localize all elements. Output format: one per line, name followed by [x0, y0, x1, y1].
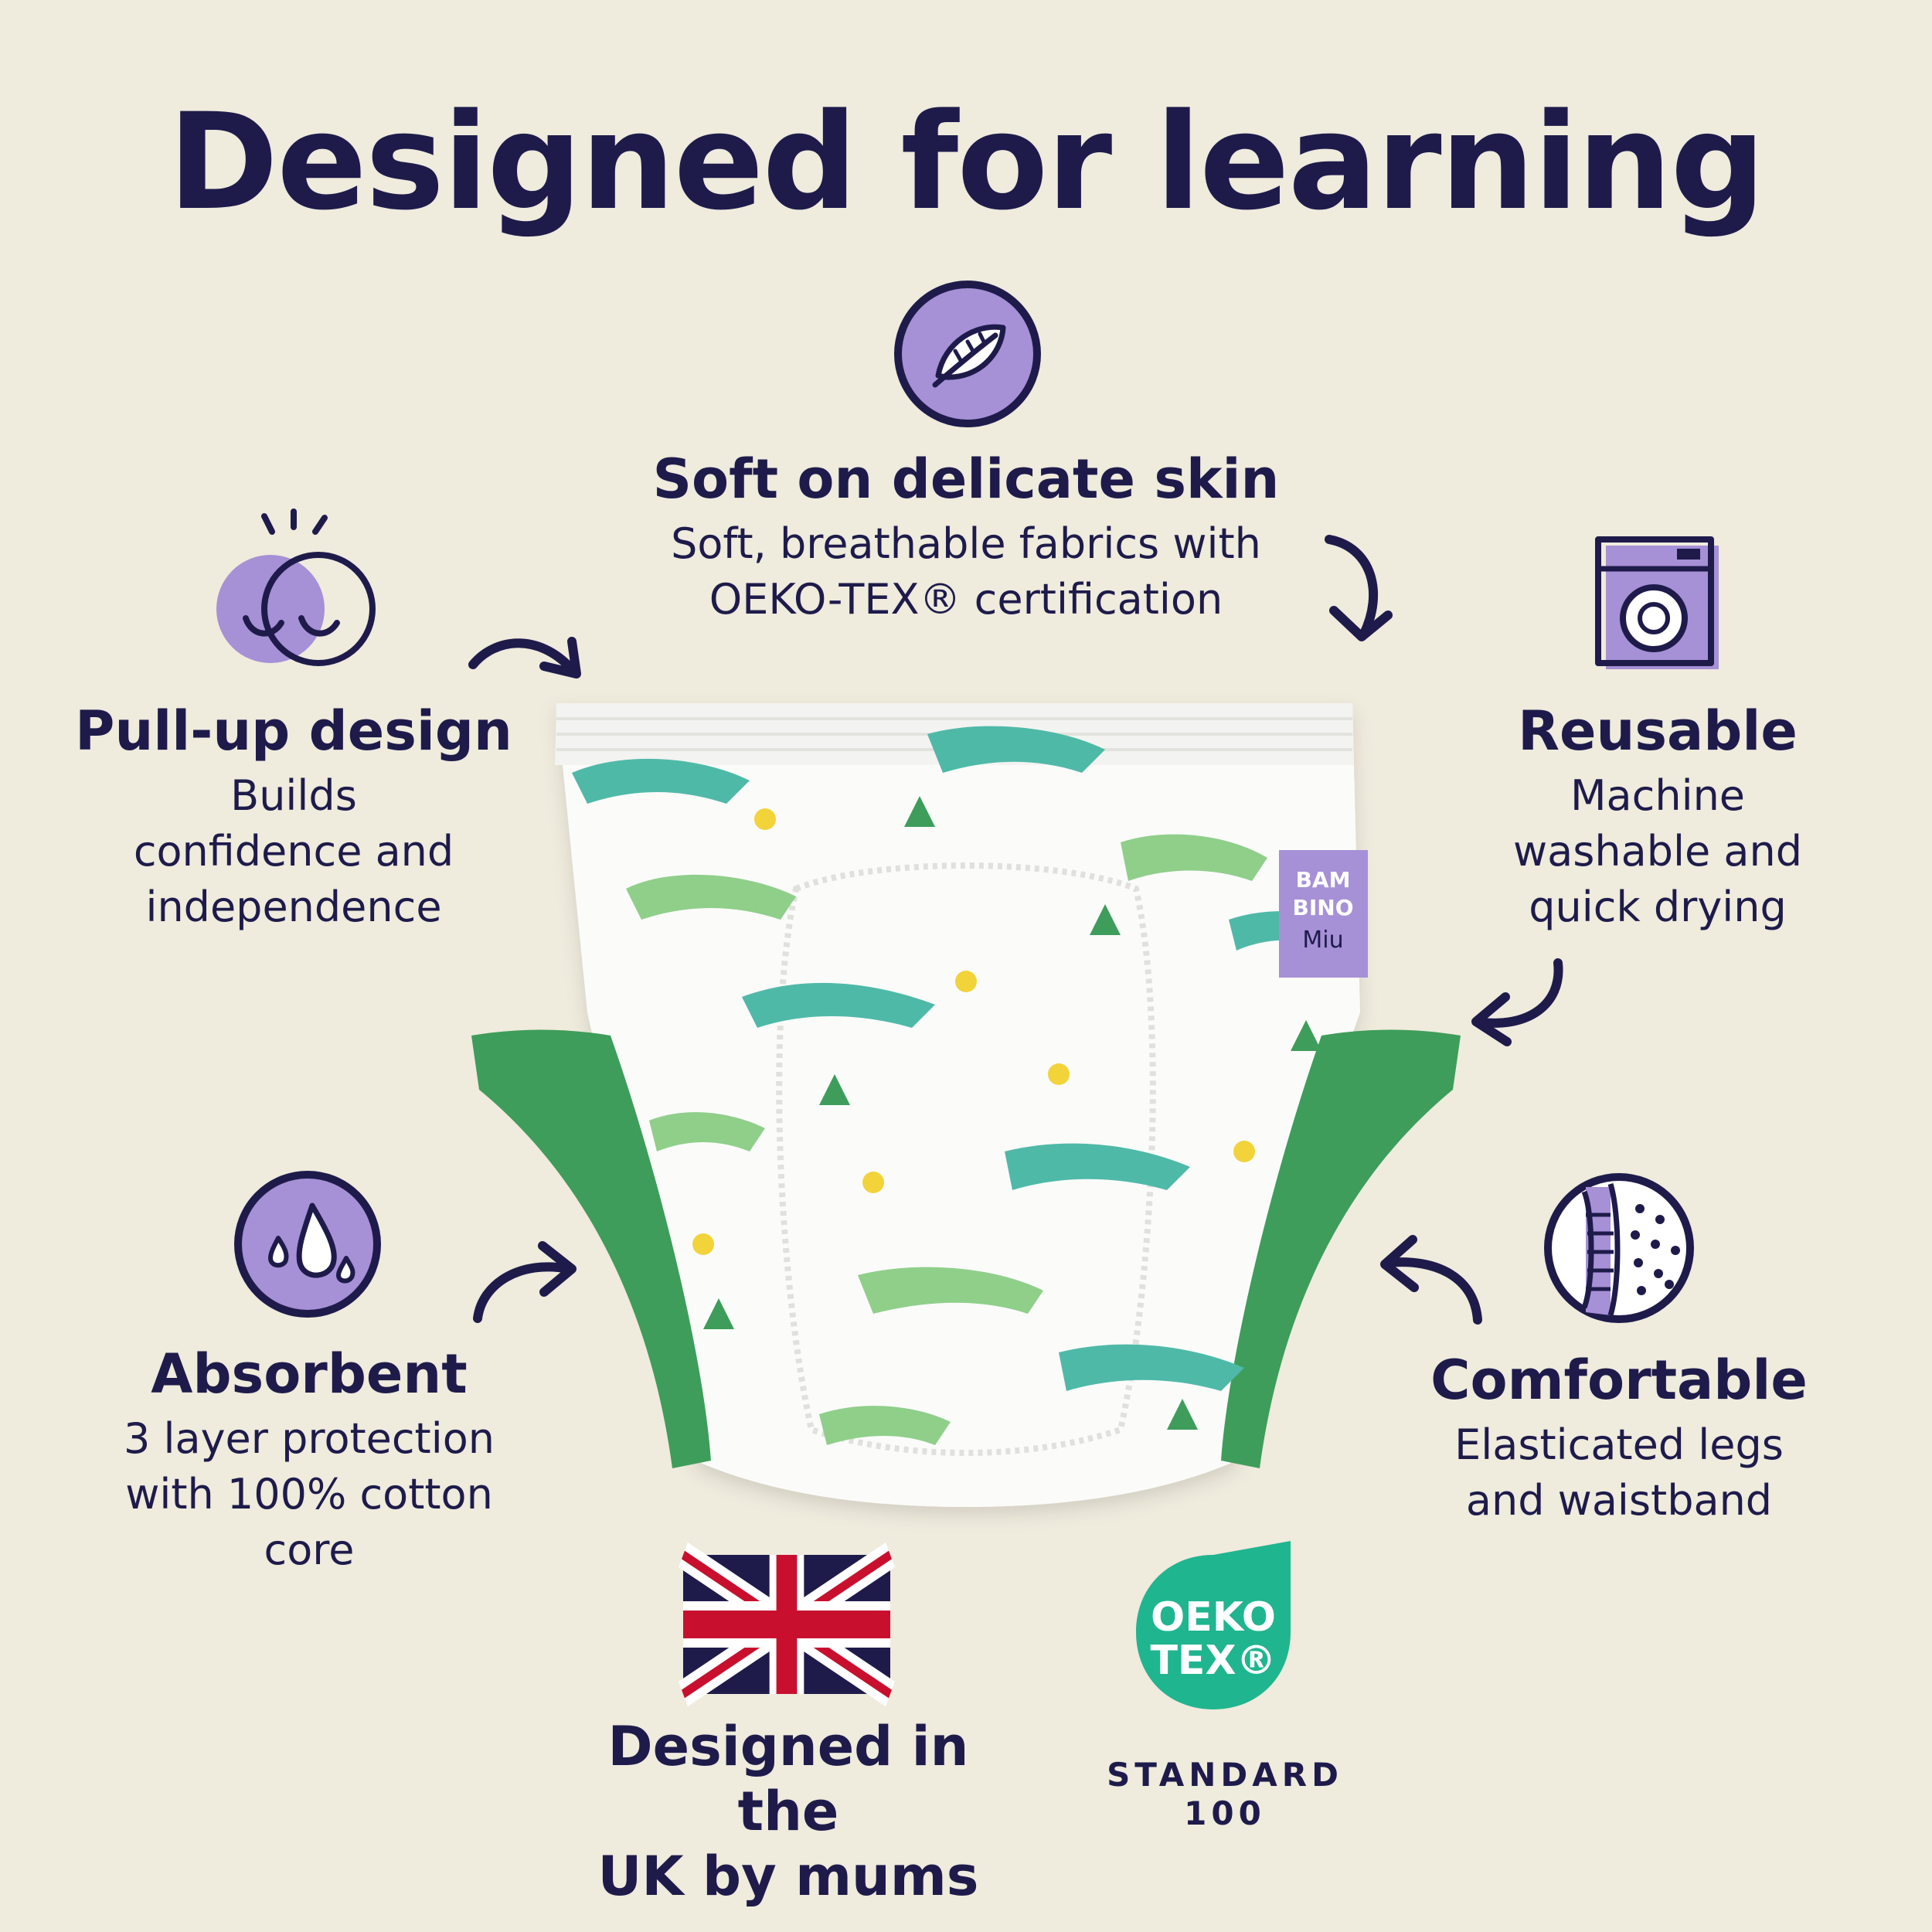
feature-reusable-line: quick drying: [1529, 883, 1787, 931]
arrow-icon: [1465, 955, 1573, 1048]
union-jack-flag-icon: [679, 1542, 895, 1707]
feature-pullup: Pull-up design Builds confidence and ind…: [46, 699, 541, 935]
feature-reusable: Reusable Machine washable and quick dryi…: [1414, 699, 1901, 935]
training-pants-image: BAM BINO Miu: [471, 688, 1461, 1515]
feature-reusable-heading: Reusable: [1518, 699, 1798, 763]
feature-absorbent: Absorbent 3 layer protection with 100% c…: [62, 1342, 556, 1578]
uk-badge-text: Designed in the UK by mums: [556, 1714, 1020, 1909]
feature-soft-text: Soft, breathable fabrics with OEKO-TEX® …: [580, 516, 1352, 628]
feature-reusable-text: Machine washable and quick drying: [1414, 768, 1901, 935]
feather-icon: [890, 277, 1045, 431]
washing-machine-icon: [1592, 535, 1723, 674]
product-label-text: BAM: [1296, 867, 1351, 893]
feature-absorbent-line: core: [264, 1526, 355, 1574]
feature-comfortable-line: Elasticated legs: [1454, 1420, 1784, 1469]
feature-absorbent-line: 3 layer protection: [123, 1414, 495, 1463]
arrow-icon: [467, 1236, 583, 1329]
droplets-icon: [230, 1167, 385, 1321]
oeko-logo-text: OEKO: [1151, 1594, 1276, 1641]
feature-absorbent-heading: Absorbent: [151, 1342, 468, 1406]
uk-badge-line: UK by mums: [597, 1845, 979, 1908]
feature-comfortable-line: and waistband: [1465, 1476, 1773, 1525]
feature-pullup-line: confidence and: [133, 827, 454, 876]
smile-icon: [202, 509, 388, 671]
oeko-standard: STANDARD 100: [1097, 1756, 1352, 1833]
feature-absorbent-text: 3 layer protection with 100% cotton core: [62, 1411, 556, 1578]
feature-pullup-text: Builds confidence and independence: [46, 768, 541, 935]
feature-soft: Soft on delicate skin Soft, breathable f…: [580, 447, 1352, 628]
oeko-standard-line: STANDARD: [1107, 1756, 1343, 1794]
oeko-standard-line: 100: [1184, 1794, 1266, 1832]
feature-pullup-line: Builds: [230, 771, 357, 820]
arrow-icon: [464, 618, 587, 696]
feature-soft-heading: Soft on delicate skin: [652, 447, 1280, 511]
feature-comfortable: Comfortable Elasticated legs and waistba…: [1391, 1348, 1847, 1529]
oeko-logo-text: TEX®: [1150, 1638, 1276, 1684]
product-label-text: Miu: [1302, 927, 1343, 954]
feature-pullup-line: independence: [145, 883, 442, 931]
feature-comfortable-heading: Comfortable: [1430, 1349, 1808, 1412]
feature-pullup-heading: Pull-up design: [75, 699, 512, 763]
arrow-icon: [1314, 530, 1399, 646]
arrow-icon: [1372, 1232, 1488, 1332]
oeko-tex-logo: OEKO TEX®: [1131, 1536, 1295, 1716]
page-title: Designed for learning: [168, 84, 1765, 240]
feature-comfortable-text: Elasticated legs and waistband: [1391, 1417, 1847, 1529]
feature-reusable-line: washable and: [1513, 827, 1802, 876]
uk-badge-line: Designed in the: [607, 1715, 969, 1843]
product-label-text: BINO: [1293, 895, 1354, 920]
feature-absorbent-line: with 100% cotton: [125, 1470, 493, 1519]
feature-soft-line: OEKO-TEX® certification: [709, 575, 1223, 624]
feature-soft-line: Soft, breathable fabrics with: [671, 519, 1261, 568]
feature-reusable-line: Machine: [1570, 771, 1746, 820]
elastic-fabric-icon: [1539, 1168, 1699, 1328]
